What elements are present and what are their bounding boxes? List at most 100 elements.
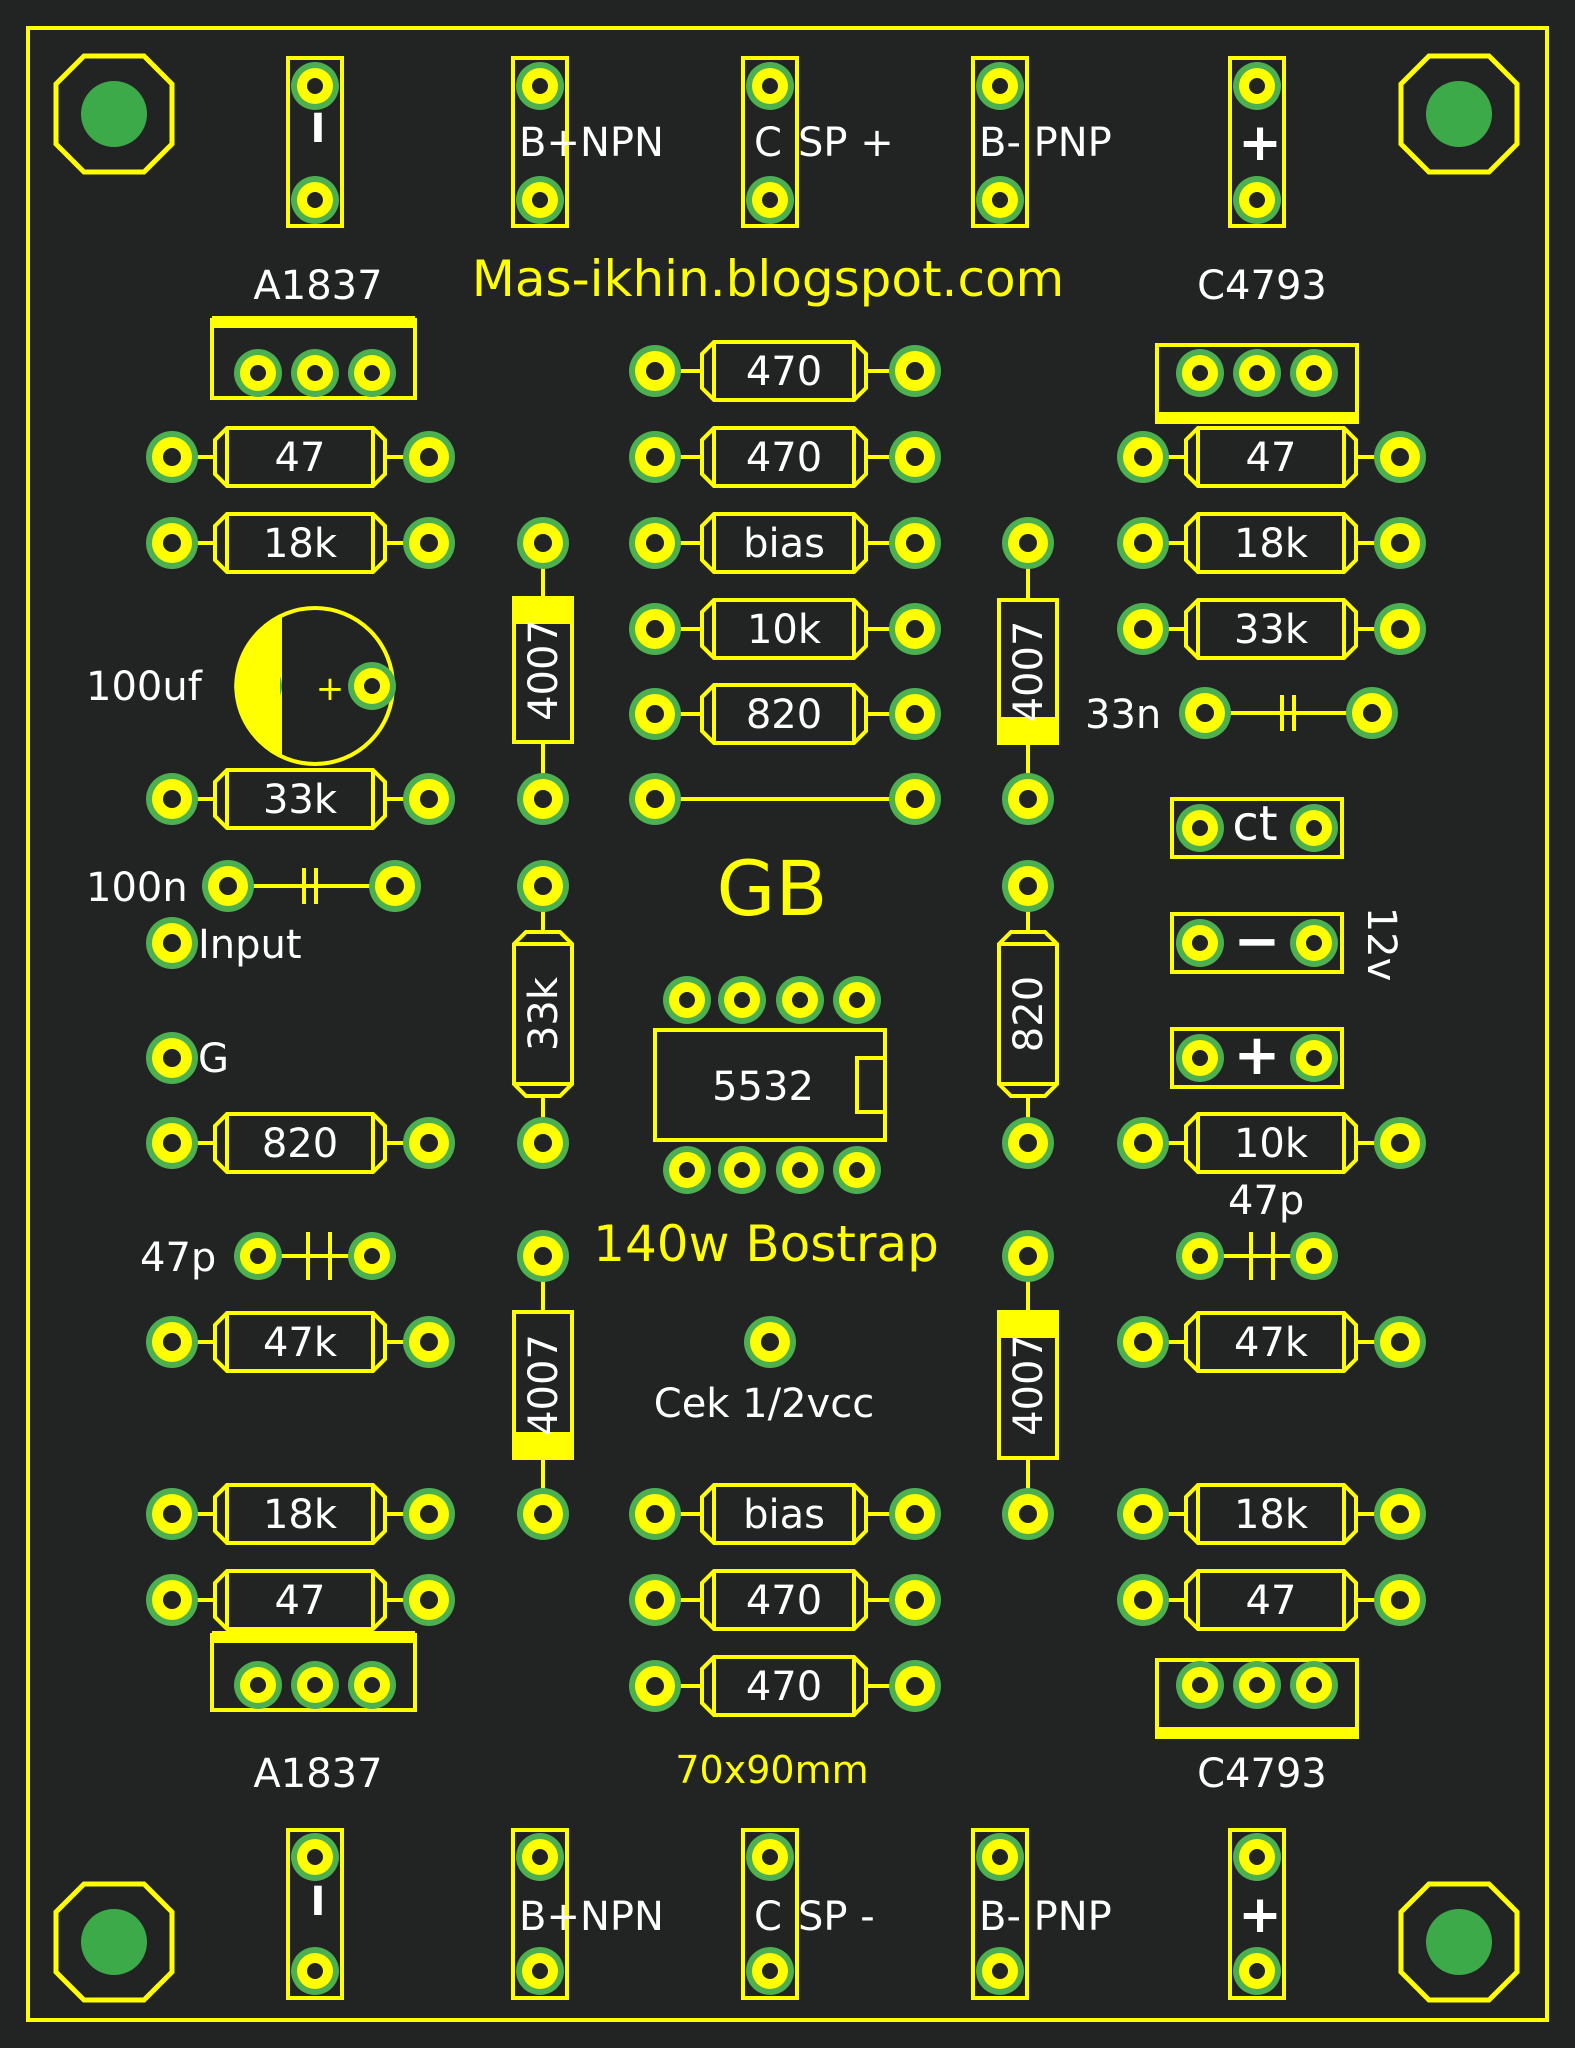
pad-hole [906,1591,924,1609]
resistor-body [1184,1569,1358,1631]
solder-pad [1117,1488,1169,1540]
pad-hole [849,992,865,1008]
pad-hole [1134,1591,1152,1609]
pad-hole [1196,704,1214,722]
resistor-right-resistors-r33k: 33k [1143,598,1400,660]
pad-hole [1249,192,1265,208]
pad-hole [1019,1247,1037,1265]
resistor-value: 18k [263,1492,338,1538]
solder-pad [746,62,794,110]
solder-pad [348,662,396,710]
resistor-center-resistors-r10k: 10k [655,598,915,660]
solder-pad [517,773,569,825]
part-value: 4007 [1006,1334,1052,1436]
solder-pad [1002,1230,1054,1282]
resistor-body [1184,426,1358,488]
part-vertical-parts-r33k: 33k [512,886,574,1143]
resistor-value: 470 [746,1664,822,1710]
solder-pad [1374,603,1426,655]
pad-hole [307,1677,323,1693]
solder-pad [1233,176,1281,224]
pad-hole [1391,1505,1409,1523]
transistor-tab-bl [212,1631,415,1643]
solder-pad [403,1117,455,1169]
pad-hole [534,1247,552,1265]
transistor-tab-br [1155,1727,1359,1739]
pad-hole [762,192,778,208]
solder-pad [1233,1833,1281,1881]
solder-pad [517,860,569,912]
solder-pad [291,1833,339,1881]
pad-hole [906,790,924,808]
resistor-value: bias [743,1492,825,1538]
pad-hole [1391,448,1409,466]
solder-pad [976,176,1024,224]
solder-pad [663,976,711,1024]
pad-hole [420,1134,438,1152]
part-value: 4007 [521,619,567,721]
pad-hole [762,1849,778,1865]
ground-label: G [198,1036,229,1082]
solder-pad [1374,1574,1426,1626]
solder-pad [1176,1232,1224,1280]
part-vertical-parts-diode-bl: 4007 [512,1256,574,1514]
pad-hole [646,362,664,380]
resistor-body [700,683,868,745]
pad-hole [906,362,924,380]
resistor-body [1184,598,1358,660]
pad-hole [646,790,664,808]
mount-hole-fill-bl [81,1909,147,1975]
top-conn-bnpn-label: B+NPN [519,120,664,166]
title-initials: GB [716,844,827,933]
resistor-center-resistors-r470-2: 470 [655,426,915,488]
pad-hole [532,78,548,94]
pad-hole [250,365,266,381]
pad-hole [761,1333,779,1351]
resistor-body [213,1483,387,1545]
mounting-holes [53,53,1520,2003]
part-value: 4007 [521,1334,567,1436]
resistor-value: 47 [275,435,326,481]
pad-hole [163,790,181,808]
solder-pad [403,1488,455,1540]
input-label: Input [198,922,302,968]
resistor-value: 10k [1234,1121,1309,1167]
transistor-name-tr: C4793 [1197,263,1327,309]
solder-pad [889,345,941,397]
text-layer: I B+NPN C SP + B- PNP + I B+NPN C SP - B… [86,106,1404,1945]
pad-hole [364,1248,380,1264]
pad-hole [364,1677,380,1693]
pad-hole [420,1333,438,1351]
pad-hole [1134,1505,1152,1523]
solder-pad [746,1947,794,1995]
conn-box-top-minus [286,56,344,228]
pad-hole [163,1505,181,1523]
mount-hole-bottom-right [1398,1881,1520,2003]
resistor-body [700,1655,868,1717]
pad-hole [163,934,181,952]
pad-hole [906,1677,924,1695]
resistor-value: 10k [747,607,822,653]
solder-pad [516,1947,564,1995]
solder-pad [1233,1947,1281,1995]
resistor-center-resistors-r820: 820 [655,683,915,745]
board-size-label: 70x90mm [675,1748,868,1792]
ic-notch [855,1056,887,1114]
solder-pad [746,1833,794,1881]
solder-pad [1176,1034,1224,1082]
pad-hole [1391,534,1409,552]
solder-pad [146,1574,198,1626]
solder-pad [1374,517,1426,569]
pad-hole [734,992,750,1008]
ct-box [1170,797,1344,859]
pad-hole [849,1162,865,1178]
solder-pad [1374,1488,1426,1540]
pad-hole [762,1963,778,1979]
solder-pad [1176,349,1224,397]
resistor-body [700,512,868,574]
pad-hole [734,1162,750,1178]
resistor-right-resistors-r18k-bottom: 18k [1143,1483,1400,1545]
solder-pad [744,1316,796,1368]
resistor-value: 47 [1246,435,1297,481]
cap-47p-right-label: 47p [1228,1178,1304,1224]
